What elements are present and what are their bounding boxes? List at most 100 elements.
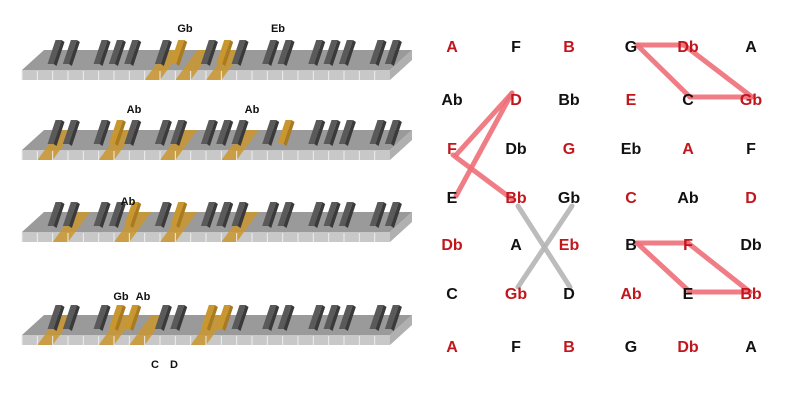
black-key-side	[314, 120, 326, 146]
grid-note: C	[625, 190, 637, 207]
grid-note: D	[563, 286, 575, 303]
black-key-side	[375, 120, 387, 146]
black-key-side	[314, 305, 326, 331]
black-key-side	[53, 40, 65, 66]
black-key	[154, 120, 169, 144]
black-key-side	[114, 202, 126, 228]
black-key	[47, 202, 62, 226]
black-key-side	[99, 202, 111, 228]
grid-note: Gb	[740, 92, 762, 109]
black-key	[170, 305, 185, 329]
pink-connector-line	[634, 240, 693, 295]
black-key	[369, 305, 384, 329]
black-key	[323, 305, 338, 329]
black-key	[62, 202, 77, 226]
pink-connector-line	[681, 42, 755, 100]
highlighted-black-key	[108, 305, 123, 329]
black-key-side	[237, 202, 249, 228]
black-key	[308, 202, 323, 226]
grid-note: Ab	[677, 190, 699, 207]
grid-note: Db	[740, 237, 762, 254]
black-key	[338, 40, 353, 64]
highlighted-black-key	[170, 40, 185, 64]
black-key	[62, 305, 77, 329]
black-key	[62, 40, 77, 64]
black-key-side	[176, 120, 188, 146]
grid-note: Eb	[559, 237, 580, 254]
black-key	[277, 40, 292, 64]
black-key-side	[375, 202, 387, 228]
pink-connector-line	[685, 240, 753, 295]
keyboard-note-label: Ab	[245, 104, 260, 116]
black-key-side	[237, 120, 249, 146]
black-key-side	[160, 40, 172, 66]
pink-connector-line	[453, 90, 515, 158]
black-key-side	[375, 40, 387, 66]
black-key-side	[206, 120, 218, 146]
grid-note: D	[745, 190, 757, 207]
black-key	[338, 202, 353, 226]
grid-note: E	[626, 92, 637, 109]
black-key-side	[390, 120, 402, 146]
black-key	[200, 120, 215, 144]
black-key	[384, 40, 399, 64]
highlighted-black-key	[216, 40, 231, 64]
black-key-side	[114, 305, 126, 331]
black-key-side	[68, 40, 80, 66]
black-key-side	[329, 305, 341, 331]
black-key-side	[206, 202, 218, 228]
black-key-side	[222, 120, 234, 146]
grid-note: B	[563, 39, 575, 56]
black-key-side	[222, 202, 234, 228]
grid-note: G	[625, 39, 637, 56]
black-key-side	[237, 40, 249, 66]
grid-note: A	[745, 339, 757, 356]
grid-note: Db	[677, 39, 699, 56]
keyboard-3: Ab	[21, 196, 412, 242]
grid-note: F	[683, 237, 693, 254]
grid-note: A	[745, 39, 757, 56]
black-key-side	[329, 120, 341, 146]
black-key	[262, 305, 277, 329]
black-key-side	[68, 305, 80, 331]
black-key-side	[53, 305, 65, 331]
grid-note: E	[683, 286, 694, 303]
grid-note: A	[446, 339, 458, 356]
black-key	[47, 305, 62, 329]
black-key	[277, 202, 292, 226]
black-key	[124, 120, 139, 144]
black-key	[308, 305, 323, 329]
black-key-side	[344, 202, 356, 228]
black-key-side	[206, 40, 218, 66]
black-key	[231, 202, 246, 226]
black-key-side	[99, 40, 111, 66]
black-key-side	[68, 202, 80, 228]
black-key	[323, 40, 338, 64]
black-key	[154, 40, 169, 64]
grid-note: G	[625, 339, 637, 356]
black-key-side	[344, 120, 356, 146]
black-key	[231, 305, 246, 329]
black-key-side	[160, 120, 172, 146]
black-key	[154, 305, 169, 329]
highlighted-black-key	[200, 305, 215, 329]
highlighted-black-key	[216, 305, 231, 329]
grid-note: F	[511, 339, 521, 356]
grid-note: Db	[441, 237, 463, 254]
grid-note: A	[510, 237, 522, 254]
black-key	[369, 120, 384, 144]
black-key	[47, 120, 62, 144]
grid-note: D	[510, 92, 522, 109]
grid-note: Db	[677, 339, 699, 356]
black-key	[108, 202, 123, 226]
black-key	[384, 305, 399, 329]
black-key	[124, 40, 139, 64]
grid-note: Bb	[505, 190, 527, 207]
keyboard-note-label: Gb	[177, 23, 193, 35]
black-key-side	[283, 120, 295, 146]
black-key	[277, 305, 292, 329]
black-key-side	[283, 305, 295, 331]
grid-note: B	[563, 339, 575, 356]
black-key	[262, 40, 277, 64]
grid-note: Gb	[505, 286, 527, 303]
